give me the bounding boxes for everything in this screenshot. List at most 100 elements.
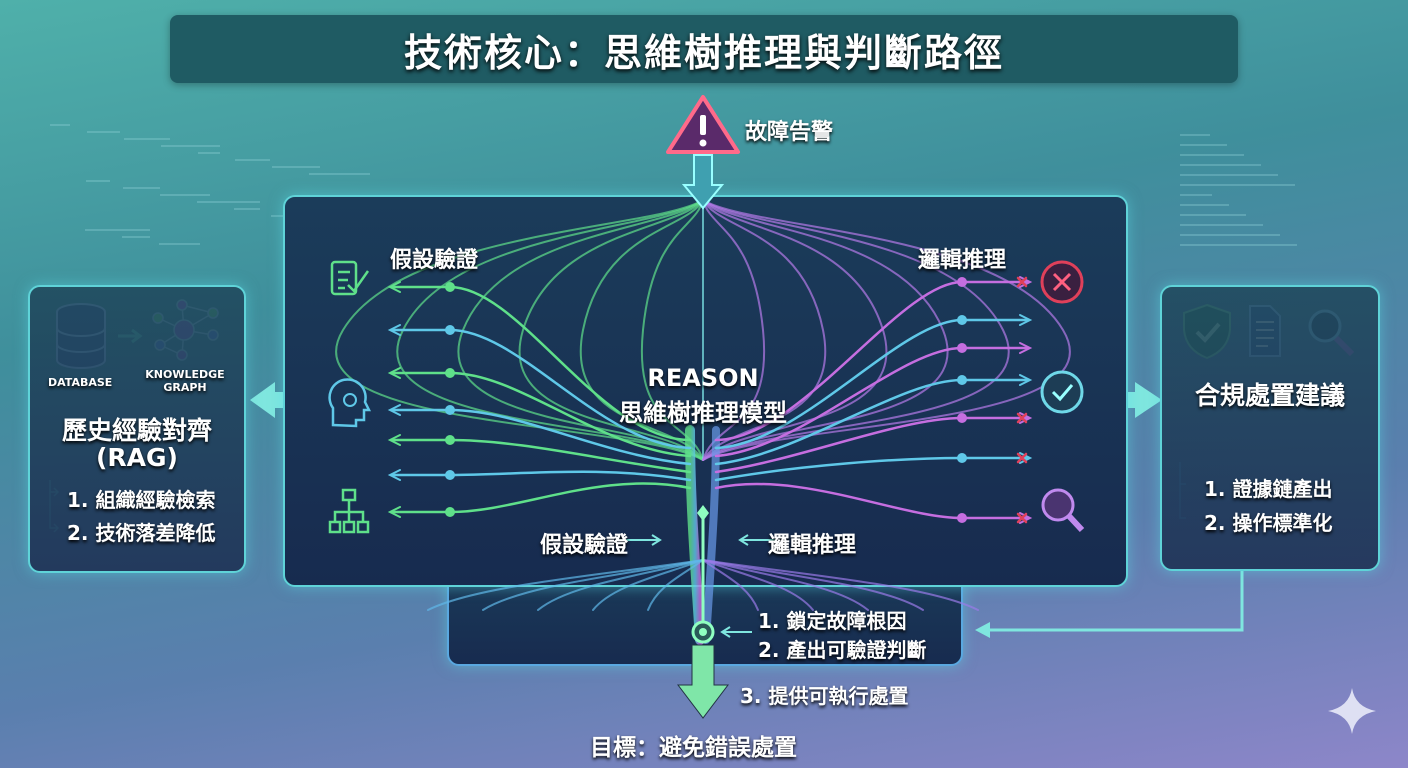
check-circle-icon (1040, 370, 1084, 414)
magnifier-icon (1041, 488, 1085, 533)
canopy-branch (702, 199, 766, 461)
reject-x-mark (1016, 512, 1028, 524)
branch-node (957, 315, 967, 325)
database-label: DATABASE (48, 376, 113, 389)
right-branch (714, 346, 1030, 458)
rag-panel (28, 285, 246, 573)
reject-x-mark (1016, 452, 1028, 464)
logic-label-top: 邏輯推理 (918, 248, 1007, 273)
tree-trunk (702, 426, 720, 644)
left-branch (390, 408, 692, 466)
canopy-branch (640, 199, 704, 461)
arrow-to-right-panel (1110, 382, 1162, 418)
root (702, 559, 814, 611)
output-item-1: 1. 鎖定故障根因 (758, 609, 907, 633)
left-branch-arrowhead (387, 404, 401, 416)
rag-title: 歷史經驗對齊 (61, 416, 212, 445)
hypothesis-label-top: 假設驗證 (390, 248, 479, 273)
branch-node (445, 325, 455, 335)
output-item-2: 2. 產出可驗證判斷 (758, 638, 927, 662)
left-branch (390, 328, 692, 450)
right-branch-arrowhead (1019, 314, 1033, 326)
right-branch (714, 456, 1030, 482)
left-branch-arrowhead (387, 434, 401, 446)
compliance-item-1: 1. 證據鏈產出 (1204, 477, 1333, 501)
right-branch-arrowhead (1019, 342, 1033, 354)
reject-x-mark (1016, 276, 1028, 288)
hierarchy-icon (328, 488, 370, 534)
right-branch-arrowhead (1019, 452, 1033, 464)
left-branch (390, 371, 692, 458)
right-branch-arrowhead (1019, 512, 1033, 524)
canopy-branch (702, 199, 1071, 461)
right-branch (714, 482, 1030, 520)
rag-subtitle: (RAG) (96, 443, 178, 472)
left-branch (390, 285, 692, 442)
logic-label-bottom: 邏輯推理 (768, 533, 857, 558)
canopy-branch (579, 199, 704, 461)
error-x-icon (1040, 260, 1084, 304)
root (702, 559, 924, 611)
kg-label-2: GRAPH (163, 381, 207, 394)
branch-node (445, 470, 455, 480)
hypothesis-label-bottom: 假設驗證 (540, 533, 629, 558)
right-branch (714, 318, 1030, 450)
model-name-en: REASON (647, 364, 759, 392)
brain-head-icon (328, 378, 372, 428)
right-branch (714, 280, 1030, 442)
canopy-branch (702, 199, 949, 461)
alert-label: 故障告警 (745, 120, 834, 145)
canopy-branch (702, 199, 1010, 461)
alert-warning-icon (666, 95, 740, 154)
branch-node (445, 405, 455, 415)
right-branch (714, 378, 1030, 466)
canopy-branch (702, 199, 827, 461)
branch-node (957, 453, 967, 463)
output-item-3: 3. 提供可執行處置 (740, 684, 909, 708)
branch-node (445, 507, 455, 517)
goal-label: 目標：避免錯誤處置 (590, 735, 797, 761)
canopy-branch (518, 199, 704, 461)
arrow-to-left-panel (250, 382, 298, 418)
tree-trunk (685, 425, 705, 645)
root (702, 559, 869, 611)
rag-item-1: 1. 組織經驗檢索 (67, 488, 216, 512)
branch-node (445, 435, 455, 445)
root (427, 559, 704, 611)
root (647, 559, 704, 611)
left-branch-arrowhead (387, 367, 401, 379)
root (702, 559, 759, 611)
branch-node (957, 277, 967, 287)
branch-node (957, 343, 967, 353)
canopy-branch (457, 199, 704, 461)
model-name-zh: 思維樹推理模型 (619, 399, 787, 427)
left-branch (390, 470, 692, 482)
branch-node (445, 282, 455, 292)
root (482, 559, 704, 611)
left-branch-arrowhead (387, 324, 401, 336)
compliance-title: 合規處置建議 (1194, 381, 1345, 410)
branch-node (957, 375, 967, 385)
reject-x-mark (1016, 412, 1028, 424)
compliance-item-2: 2. 操作標準化 (1204, 511, 1333, 535)
root (537, 559, 704, 611)
branch-node (957, 513, 967, 523)
left-branch (390, 438, 692, 474)
left-branch-arrowhead (387, 281, 401, 293)
goal-down-arrow (676, 644, 730, 719)
rag-item-2: 2. 技術落差降低 (67, 521, 216, 545)
right-branch-arrowhead (1019, 412, 1033, 424)
branch-node (445, 368, 455, 378)
right-branch-arrowhead (1019, 276, 1033, 288)
left-branch-arrowhead (387, 469, 401, 481)
left-branch-arrowhead (387, 506, 401, 518)
down-arrow-alert (681, 154, 725, 210)
right-branch-arrowhead (1019, 374, 1033, 386)
feedback-line (990, 570, 1244, 632)
right-branch (714, 416, 1030, 474)
branch-node (957, 413, 967, 423)
checklist-document-icon (330, 260, 370, 296)
sparkle-icon (1328, 688, 1376, 734)
page-title: 技術核心：思維樹推理與判斷路徑 (170, 15, 1238, 83)
